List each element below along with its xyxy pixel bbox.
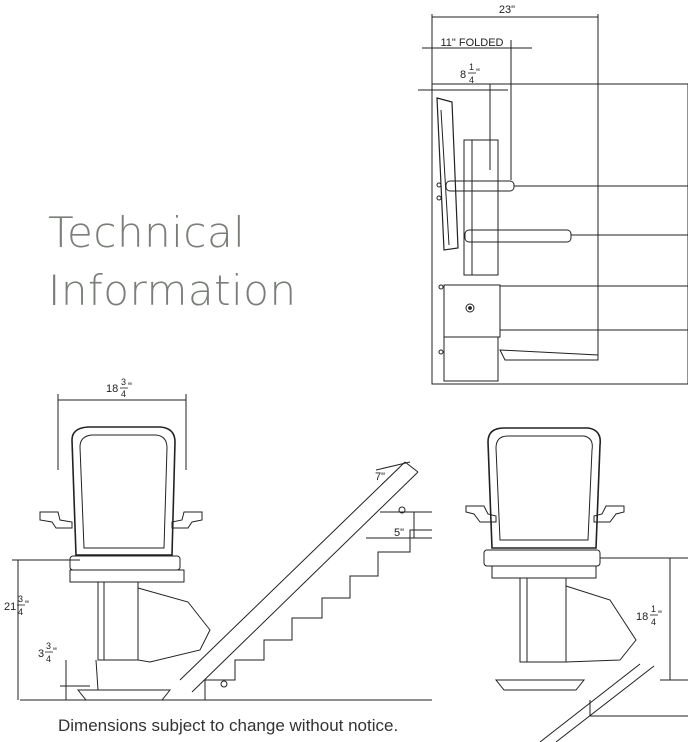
dim-seat-height-unit: " [25, 599, 29, 611]
dim-right-height-num: 1 [651, 604, 656, 614]
dim-seat-height-whole: 21 [4, 601, 16, 613]
dim-width-num: 3 [121, 377, 126, 387]
dim-rail-b: 5" [394, 527, 404, 539]
dim-width-unit: " [128, 381, 132, 393]
dim-seat-height-num: 3 [18, 594, 23, 604]
dim-footrest-whole: 3 [38, 648, 44, 660]
front-view-stairs-drawing [12, 394, 432, 701]
dim-seat-depth-num: 1 [469, 62, 474, 72]
dim-right-height-unit: " [658, 609, 662, 621]
dim-footrest-num: 3 [46, 641, 51, 651]
title-line-2: Information [48, 266, 297, 315]
front-view-right-drawing [465, 427, 688, 742]
footer-disclaimer: Dimensions subject to change without not… [58, 716, 399, 735]
dim-seat-height-den: 4 [18, 607, 23, 617]
dim-footrest-unit: " [53, 646, 57, 658]
title-line-1: Technical [48, 208, 246, 257]
dim-seat-depth-den: 4 [469, 75, 474, 85]
dim-rail-a: 7" [375, 471, 385, 483]
dim-overall-depth: 23" [499, 4, 515, 16]
dim-right-height-den: 4 [651, 617, 656, 627]
dim-width-den: 4 [121, 389, 126, 399]
dim-footrest-den: 4 [46, 654, 51, 664]
dim-width-whole: 18 [106, 383, 118, 395]
dimension-labels: 23" 11" FOLDED 8 1 4 " 18 3 4 " 21 3 4 "… [4, 4, 662, 664]
side-view-drawing [418, 14, 688, 385]
dim-right-height-whole: 18 [636, 611, 648, 623]
dim-folded-depth: 11" FOLDED [441, 37, 504, 49]
dim-seat-depth-whole: 8 [460, 69, 466, 81]
dim-seat-depth-unit: " [476, 67, 480, 79]
